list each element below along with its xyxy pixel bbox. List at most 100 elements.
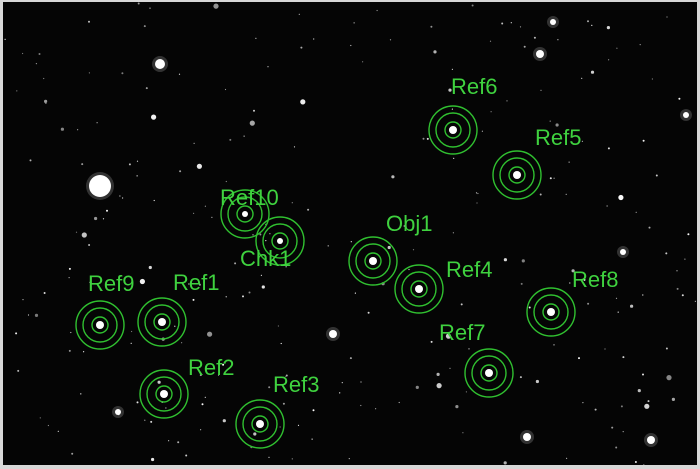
star [665,347,668,350]
star [540,89,542,91]
star [549,177,552,180]
star [611,426,614,429]
star [452,232,454,234]
star [448,88,452,92]
aperture-label-ref8: Ref8 [572,267,618,292]
star [376,9,378,12]
star [307,208,310,211]
star [565,134,568,137]
star [445,333,452,339]
bright-star [647,436,655,444]
aperture-label-obj1: Obj1 [386,211,432,236]
star [687,233,690,236]
star [523,45,526,48]
star [578,357,580,360]
star [260,274,262,276]
star [150,420,153,423]
aperture-ref2[interactable] [139,369,189,419]
aperture-chk1[interactable] [255,216,305,266]
star [252,234,254,236]
aperture-label-ref10: Ref10 [220,185,279,210]
star [298,13,300,15]
star [136,160,139,162]
star [553,177,555,179]
star [43,77,45,80]
star [622,431,624,433]
star [581,77,583,79]
aperture-obj1[interactable] [348,236,398,286]
star [148,265,152,270]
star [177,441,180,444]
star [22,299,24,301]
aperture-ref9[interactable] [75,300,125,350]
star [151,457,155,462]
star [389,39,392,41]
star [639,44,641,46]
aperture-label-ref1: Ref1 [173,270,219,295]
star [39,417,41,419]
aperture-ref1[interactable] [137,297,187,347]
star [571,269,575,273]
star [157,380,161,384]
bright-star [683,112,689,118]
star [279,426,281,428]
star [282,402,285,405]
star [655,174,658,177]
star [192,298,195,301]
star [188,283,190,285]
aperture-ref8[interactable] [526,287,576,337]
star [217,374,220,376]
star [137,2,140,5]
star [433,50,437,54]
star [539,193,542,196]
star [615,297,618,299]
star [468,348,470,350]
star [149,7,151,9]
star [207,331,213,337]
star [249,120,255,126]
star [460,303,463,306]
aperture-ref6[interactable] [428,105,478,155]
star [350,241,352,243]
star [489,40,492,42]
star [285,266,287,268]
star [300,46,303,49]
aperture-label-ref3: Ref3 [273,372,319,397]
star [261,285,265,289]
star-field-canvas[interactable]: Ref6 Ref5 Ref10 Chk1 [3,2,697,465]
star [694,300,697,302]
star [297,424,300,426]
aperture-ref5[interactable] [492,150,542,200]
star [269,233,271,235]
star [486,262,489,265]
aperture-ref7[interactable] [464,348,514,398]
aperture-label-ref5: Ref5 [535,125,581,150]
star [77,129,79,131]
star [71,452,74,455]
star [582,402,584,404]
star [234,262,237,265]
star-field-image[interactable]: Ref6 Ref5 Ref10 Chk1 [3,2,697,465]
bright-star [550,19,556,25]
star [510,22,512,24]
star [565,193,567,195]
aperture-ref3[interactable] [235,399,285,449]
star [57,430,59,432]
star [253,109,255,112]
star [581,140,584,142]
star [506,100,508,102]
star [75,231,78,233]
star [277,325,279,327]
aperture-overlay[interactable]: Ref6 Ref5 Ref10 Chk1 [75,74,618,449]
star [391,175,395,179]
bright-star [329,330,337,338]
star [634,461,637,463]
star [268,456,270,458]
star [671,397,676,401]
aperture-ref4[interactable] [394,264,444,314]
star [465,391,467,393]
star [29,159,32,162]
aperture-ref10[interactable] [220,189,270,239]
bright-star [620,249,626,255]
star [43,292,46,294]
